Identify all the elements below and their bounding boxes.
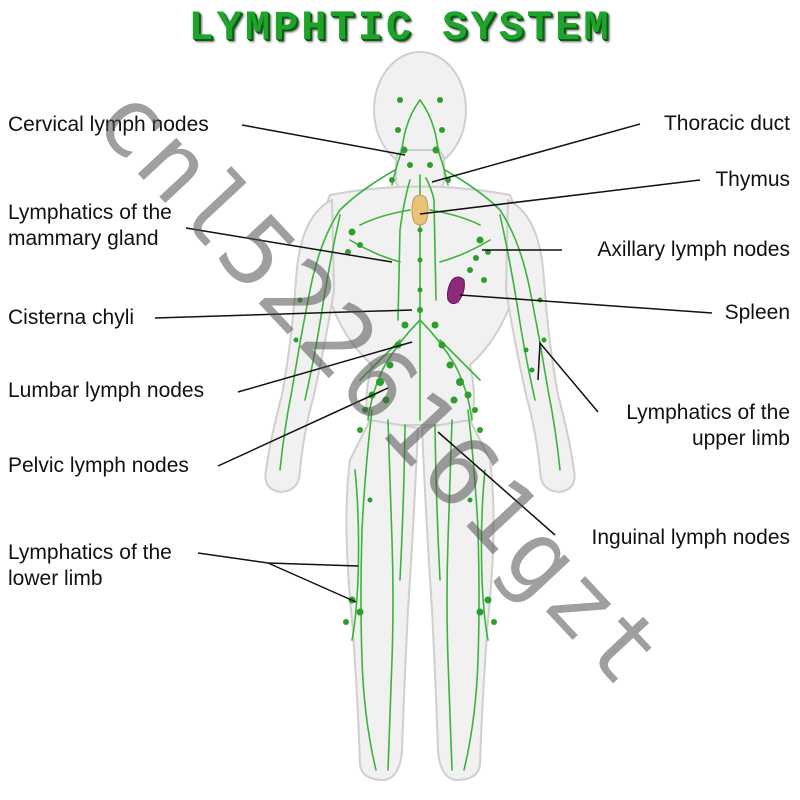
spleen-organ — [447, 276, 465, 305]
label-pelvic-lymph-nodes: Pelvic lymph nodes — [8, 454, 189, 477]
label-cisterna-chyli: Cisterna chyli — [8, 306, 135, 329]
label-lymphatics-upper-limb: Lymphatics of the upper limb — [626, 400, 790, 452]
label-line: Lymphatics of the — [8, 201, 172, 224]
label-lumbar-lymph-nodes: Lumbar lymph nodes — [8, 379, 205, 402]
label-thoracic-duct: Thoracic duct — [663, 112, 790, 135]
label-axillary-lymph-nodes: Axillary lymph nodes — [597, 238, 790, 261]
label-inguinal-lymph-nodes: Inguinal lymph nodes — [591, 526, 790, 549]
thymus-organ — [411, 194, 429, 226]
label-line: Lymphatics of the — [626, 401, 790, 424]
label-lymphatics-mammary-gland: Lymphatics of the mammary gland — [8, 200, 172, 252]
leader-lines — [154, 123, 713, 603]
label-spleen: Spleen — [724, 301, 790, 324]
lymph-nodes — [293, 97, 547, 625]
diagram-title: LYMPHTIC SYSTEM — [188, 4, 612, 52]
label-line: upper limb — [691, 427, 790, 450]
lymphatic-vessels — [279, 99, 561, 771]
label-line: mammary gland — [8, 227, 159, 250]
label-line: lower limb — [8, 567, 103, 590]
label-cervical-lymph-nodes: Cervical lymph nodes — [8, 113, 209, 136]
label-thymus: Thymus — [715, 168, 790, 191]
label-line: Lymphatics of the — [8, 541, 172, 564]
label-lymphatics-lower-limb: Lymphatics of the lower limb — [8, 540, 172, 592]
